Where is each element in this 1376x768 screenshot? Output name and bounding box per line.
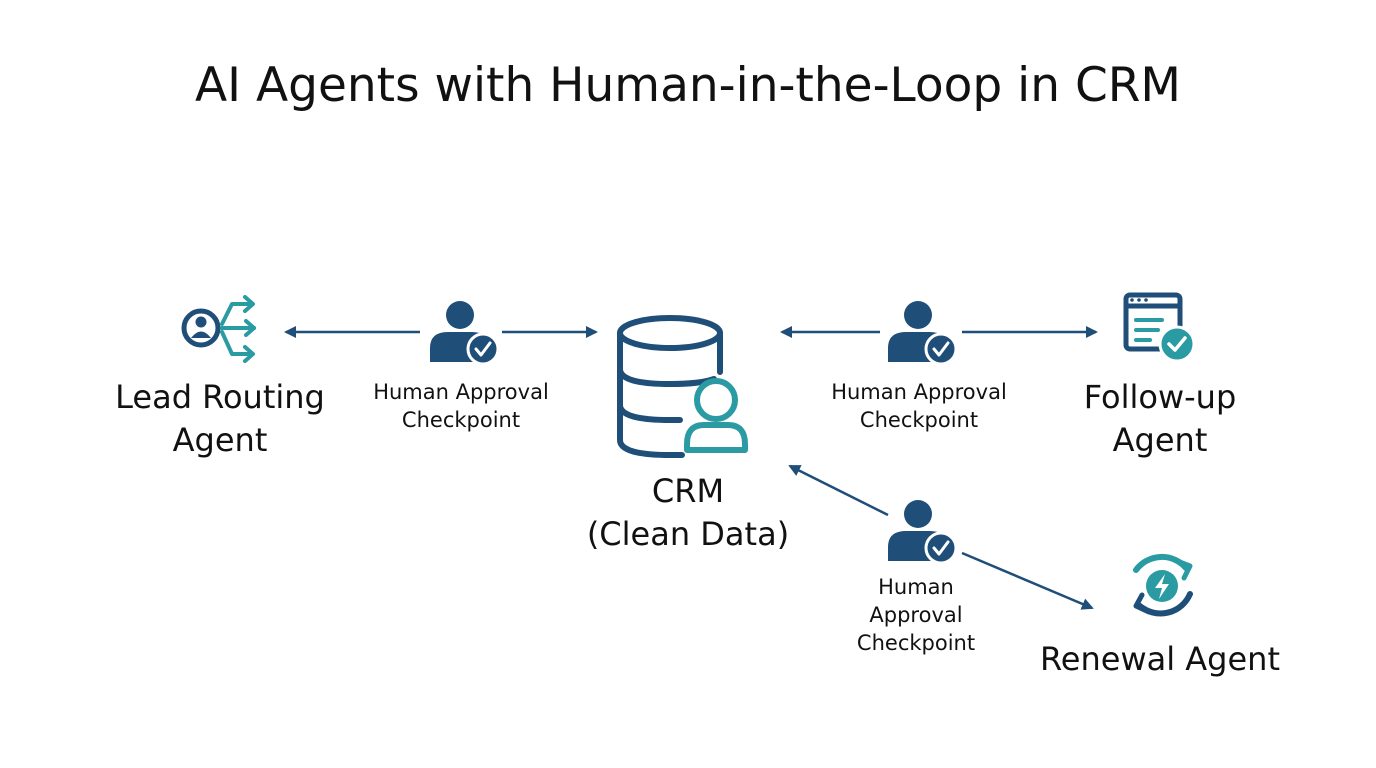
checkpoint-left-label: Human Approval Checkpoint bbox=[350, 378, 572, 434]
crm-label-line1: CRM bbox=[651, 472, 725, 510]
checkpoint-lower-line3: Checkpoint bbox=[856, 631, 976, 655]
lead-routing-agent-label: Lead Routing Agent bbox=[100, 376, 340, 462]
checkpoint-left-line1: Human Approval bbox=[373, 380, 549, 404]
page-title: AI Agents with Human-in-the-Loop in CRM bbox=[195, 58, 1181, 113]
checkpoint-lower-label: Human Approval Checkpoint bbox=[826, 573, 1006, 657]
renewal-agent-label: Renewal Agent bbox=[1020, 638, 1300, 681]
lead-routing-icon bbox=[181, 295, 256, 363]
lead-routing-label-line2: Agent bbox=[172, 421, 268, 459]
lead-routing-label-line1: Lead Routing bbox=[115, 378, 325, 416]
follow-up-label-line2: Agent bbox=[1112, 421, 1208, 459]
follow-up-label-line1: Follow-up bbox=[1083, 378, 1237, 416]
checkpoint-lower-line1: Human bbox=[878, 575, 954, 599]
checkpoint-left-line2: Checkpoint bbox=[401, 408, 521, 432]
checkpoint-lower-line2: Approval bbox=[869, 603, 963, 627]
crm-label-line2: (Clean Data) bbox=[586, 515, 790, 553]
document-check-icon bbox=[1123, 292, 1196, 363]
connector-renewal-down bbox=[961, 551, 1094, 610]
checkpoint-left-person-check-icon bbox=[430, 301, 500, 366]
checkpoint-right-line2: Checkpoint bbox=[859, 408, 979, 432]
renewal-sync-icon bbox=[1133, 553, 1193, 617]
checkpoint-right-person-check-icon bbox=[888, 301, 958, 366]
checkpoint-right-label: Human Approval Checkpoint bbox=[808, 378, 1030, 434]
renewal-label-line1: Renewal Agent bbox=[1039, 640, 1280, 678]
crm-label: CRM (Clean Data) bbox=[558, 470, 818, 556]
follow-up-agent-label: Follow-up Agent bbox=[1050, 376, 1270, 462]
checkpoint-lower-person-check-icon bbox=[888, 500, 958, 565]
checkpoint-right-line1: Human Approval bbox=[831, 380, 1007, 404]
connector-renewal-up bbox=[788, 464, 889, 517]
database-user-icon bbox=[617, 315, 748, 458]
